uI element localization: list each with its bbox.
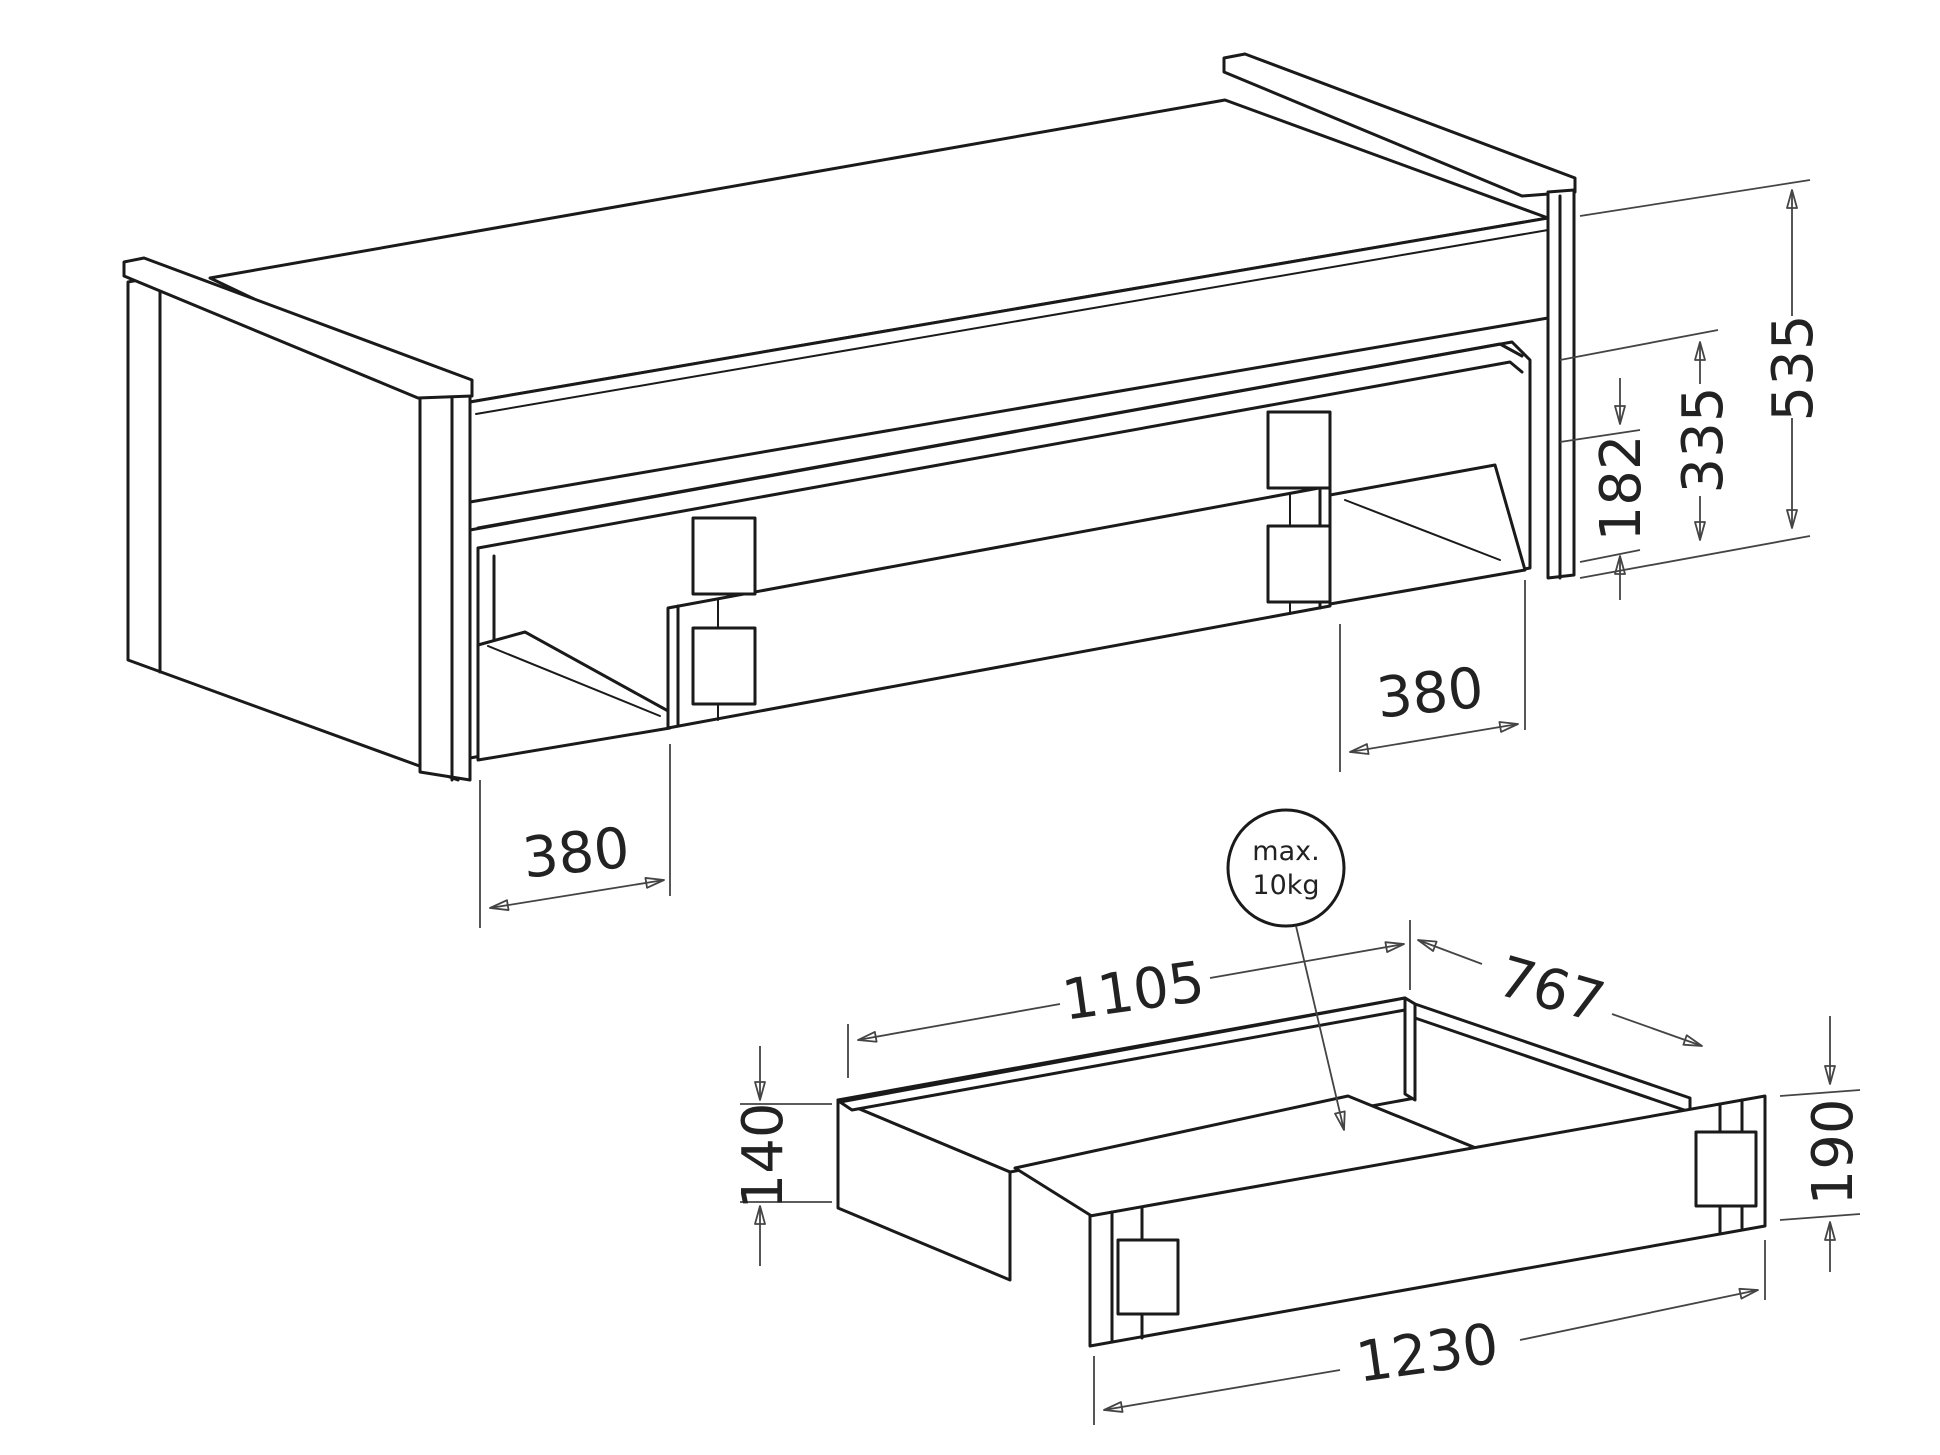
dim-label-767: 767 bbox=[1491, 944, 1612, 1036]
drawer-front-panel bbox=[1088, 1094, 1767, 1348]
drawer-handle-left bbox=[1116, 1238, 1180, 1316]
dim-label-335: 335 bbox=[1671, 387, 1736, 494]
dim-label-380-left: 380 bbox=[520, 816, 633, 892]
load-badge-line1: max. bbox=[1252, 836, 1319, 867]
bed-illustration bbox=[122, 52, 1577, 782]
dim-label-140: 140 bbox=[731, 1103, 796, 1210]
lower-drawer-front bbox=[666, 484, 1332, 730]
handle-upper-right bbox=[1266, 410, 1332, 490]
handle-lower-right bbox=[1266, 524, 1332, 604]
dim-label-190: 190 bbox=[1801, 1099, 1866, 1206]
drawer-right-wall bbox=[1403, 996, 1417, 1102]
dim-shelf-depth-right: 380 bbox=[1339, 580, 1526, 772]
drawer-handle-right bbox=[1694, 1130, 1758, 1208]
load-badge-circle bbox=[1226, 808, 1346, 928]
load-badge: max. 10kg bbox=[1226, 808, 1346, 1131]
dim-label-380-right: 380 bbox=[1374, 656, 1487, 732]
headboard-left-cap bbox=[122, 256, 474, 400]
load-badge-line2: 10kg bbox=[1252, 870, 1319, 901]
headboard-left-front bbox=[418, 380, 472, 782]
dim-drawer-side-height: 140 bbox=[731, 1046, 832, 1266]
drawer-left-side bbox=[836, 1098, 1012, 1282]
dim-drawer-top-height: 335 bbox=[1559, 329, 1736, 541]
dim-shelf-depth-left: 380 bbox=[479, 744, 671, 928]
dim-label-182: 182 bbox=[1589, 435, 1654, 542]
drawer-illustration bbox=[836, 996, 1767, 1348]
dim-drawer-clearance: 182 bbox=[1559, 378, 1654, 600]
dim-drawer-front-height: 190 bbox=[1779, 1016, 1866, 1272]
dim-label-1105: 1105 bbox=[1058, 950, 1208, 1034]
dim-label-535: 535 bbox=[1761, 315, 1826, 422]
dim-label-1230: 1230 bbox=[1352, 1312, 1502, 1396]
handle-upper-left bbox=[691, 516, 757, 596]
handle-lower-left bbox=[691, 626, 757, 706]
